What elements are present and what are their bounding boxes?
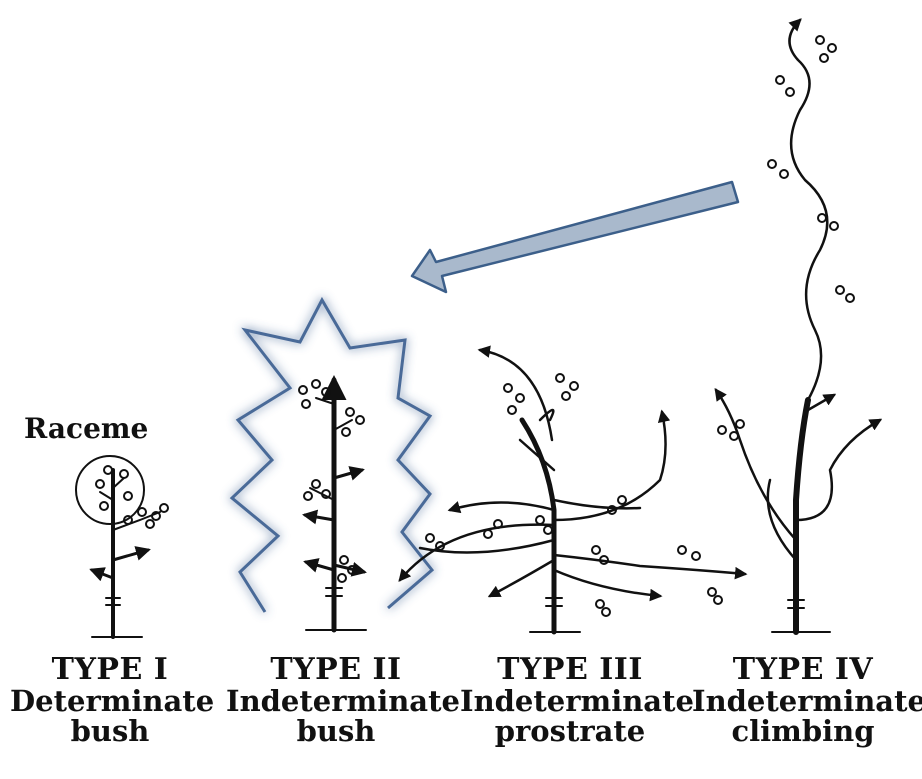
highlight-starburst [229,296,435,613]
caption-type-4-form: climbing [731,713,875,748]
caption-type-2: TYPE II Indeterminate bush [226,652,460,748]
caption-type-2-habit: Indeterminate [226,683,460,718]
caption-type-3-form: prostrate [494,713,646,748]
caption-type-1: TYPE I Determinate bush [10,652,215,748]
caption-type-1-habit: Determinate [10,683,215,718]
plant-type-1 [89,468,161,639]
caption-type-4-habit: Indeterminate [692,683,922,718]
caption-type-2-form: bush [296,713,376,748]
raceme-type-1 [75,455,169,529]
caption-type-4-type: TYPE IV [732,652,874,687]
plant-type-3 [398,345,748,635]
caption-type-3-habit: Indeterminate [460,683,694,718]
caption-type-3: TYPE III Indeterminate prostrate [460,652,694,748]
caption-type-1-type: TYPE I [51,652,169,687]
raceme-label: Raceme [24,412,149,445]
caption-type-3-type: TYPE III [497,652,643,687]
raceme-circle [75,455,145,525]
caption-type-1-form: bush [70,713,150,748]
pointer-arrow [410,180,740,294]
caption-type-4: TYPE IV Indeterminate climbing [692,652,922,748]
plant-type-2 [298,375,367,633]
plant-type-4 [714,18,883,635]
caption-type-2-type: TYPE II [270,652,402,687]
